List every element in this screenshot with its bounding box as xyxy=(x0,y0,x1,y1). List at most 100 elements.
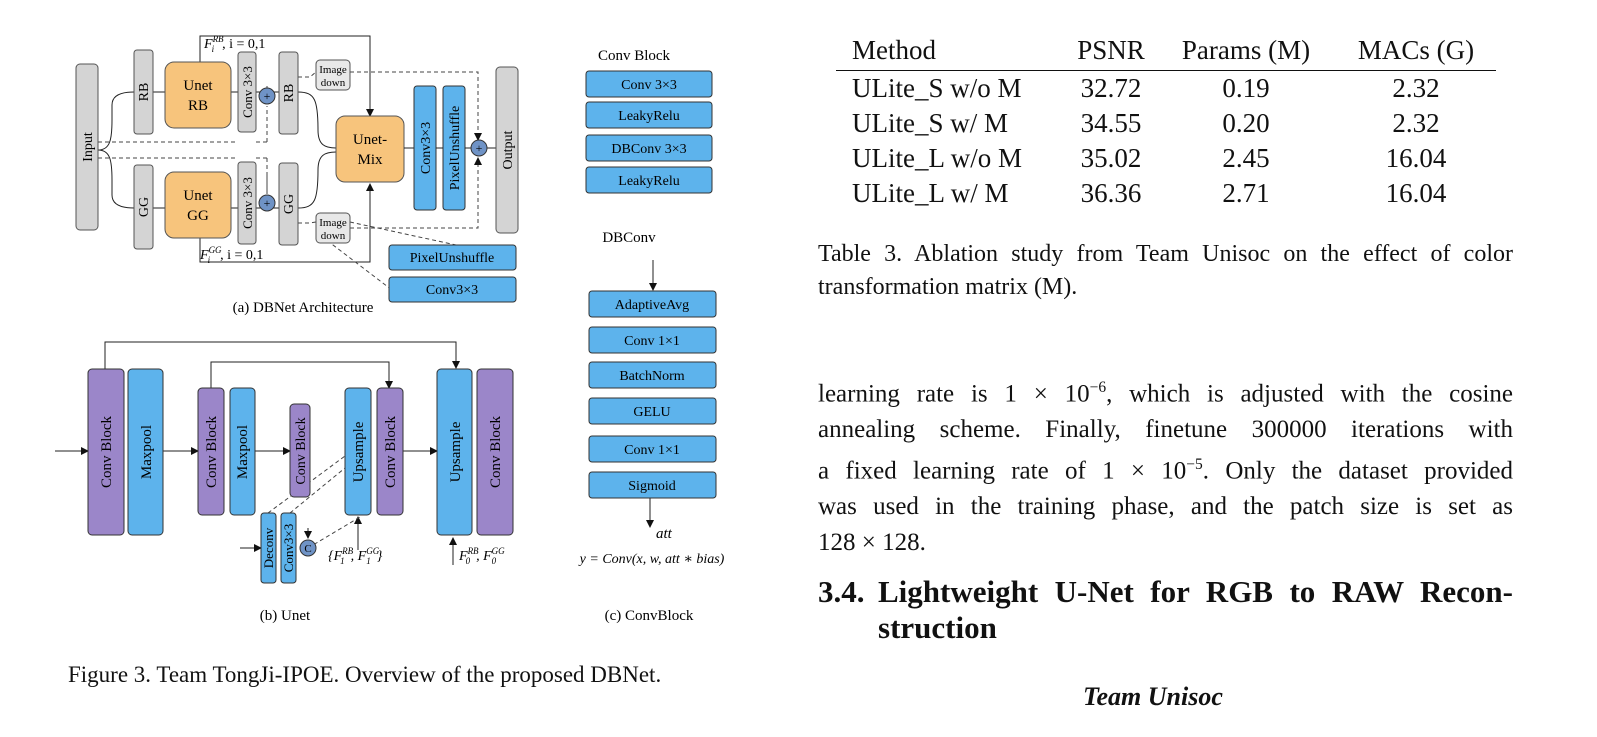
db-item-4-label: Conv 1×1 xyxy=(624,443,680,458)
image-down-top xyxy=(315,59,351,91)
table-cell: 36.36 xyxy=(1080,178,1142,208)
unet-rb-line2: RB xyxy=(188,98,208,114)
conv3x3-small-label: Conv3×3 xyxy=(281,524,296,573)
table-cell: 0.20 xyxy=(1222,108,1270,138)
output-label: Output xyxy=(501,130,516,169)
db-item-5-label: Sigmoid xyxy=(628,479,675,494)
conv-block-3-label: Conv Block xyxy=(294,417,309,484)
table-cell: 32.72 xyxy=(1080,73,1142,103)
table-header-psnr: PSNR xyxy=(1066,30,1156,71)
unet-gg-block xyxy=(164,171,232,239)
upsample-1-label: Upsample xyxy=(351,421,367,482)
panel-b-unet: Conv Block Maxpool Conv Block Maxpool Co… xyxy=(55,341,514,624)
team-name: Team Unisoc xyxy=(1083,682,1223,711)
conv-block-2-label: Conv Block xyxy=(204,415,220,488)
conv-block-1 xyxy=(87,368,125,536)
conv3x3-small-block xyxy=(280,512,297,584)
cb-item-2 xyxy=(585,134,713,162)
table-row: ULite_S w/o M 32.72 0.19 2.32 xyxy=(836,71,1496,107)
rb-block-right xyxy=(278,51,299,135)
figure-caption: Figure 3. Team TongJi-IPOE. Overview of … xyxy=(68,662,662,687)
image-down-bottom-line2: down xyxy=(321,230,346,242)
upsample-1 xyxy=(344,387,372,516)
conv-block-5 xyxy=(476,368,514,536)
conv3x3-horizontal-block xyxy=(388,276,517,303)
plus-circle-output xyxy=(470,139,488,157)
output-block xyxy=(495,66,519,234)
input-label: Input xyxy=(81,132,96,162)
table-cell: 2.32 xyxy=(1392,73,1440,103)
panel-c-caption: (c) ConvBlock xyxy=(605,608,694,624)
conv33-rb-label: Conv 3×3 xyxy=(240,66,255,118)
db-item-2 xyxy=(588,361,717,389)
table-cell: ULite_S w/o M xyxy=(852,73,1022,103)
maxpool-2 xyxy=(229,387,256,516)
att-label: att xyxy=(656,526,673,542)
concat-circle xyxy=(299,539,317,557)
table-row: ULite_L w/o M 35.02 2.45 16.04 xyxy=(836,141,1496,176)
conv-block-4 xyxy=(376,387,404,516)
plus-circle-gg xyxy=(258,194,276,212)
conv-block-1-label: Conv Block xyxy=(99,415,115,488)
unet-rb-block xyxy=(164,61,232,129)
image-down-bottom-line1: Image xyxy=(319,217,347,229)
unet-gg-line1: Unet xyxy=(183,188,213,204)
deconv-label: Deconv xyxy=(261,527,276,568)
conv-block-3 xyxy=(289,403,311,498)
panel-a-caption: (a) DBNet Architecture xyxy=(233,300,374,316)
table-cell: 2.71 xyxy=(1222,178,1270,208)
body-line-5: 128 × 128. xyxy=(818,528,926,556)
panel-b-caption: (b) Unet xyxy=(260,608,311,624)
plus-rb-label: + xyxy=(264,89,271,103)
dbconv-title: DBConv xyxy=(602,230,656,246)
conv-block-2 xyxy=(197,387,225,516)
table-header-row: Method PSNR Params (M) MACs (G) xyxy=(836,30,1496,71)
table-cell: 0.19 xyxy=(1222,73,1270,103)
table-caption: Table 3. Ablation study from Team Unisoc… xyxy=(818,238,1513,304)
cb-item-0 xyxy=(585,70,713,98)
image-down-bottom xyxy=(315,212,351,244)
conv3x3-vertical-label: Conv3×3 xyxy=(419,122,434,174)
pixelunshuffle-vertical-label: PixelUnshuffle xyxy=(448,106,463,191)
cb-item-0-label: Conv 3×3 xyxy=(621,78,677,93)
table-cell: 2.32 xyxy=(1392,108,1440,138)
conv-block-4-label: Conv Block xyxy=(383,415,399,488)
db-item-3-label: GELU xyxy=(633,405,670,420)
rb-block-left xyxy=(133,49,154,135)
table-cell: ULite_L w/ M xyxy=(852,178,1009,208)
plus-gg-label: + xyxy=(264,196,271,210)
table-cell: 16.04 xyxy=(1385,178,1447,208)
image-down-top-line1: Image xyxy=(319,64,347,76)
conv33-gg-label: Conv 3×3 xyxy=(240,177,255,229)
body-paragraph: learning rate is 1 × 10−6, which is adju… xyxy=(818,370,1513,560)
table-cell: ULite_L w/o M xyxy=(852,143,1022,173)
section-title-line-1: Lightweight U-Net for RGB to RAW Recon- xyxy=(878,574,1513,609)
conv33-rb-block xyxy=(237,51,257,133)
conv-block-5-label: Conv Block xyxy=(488,415,504,488)
conv-block-title: Conv Block xyxy=(598,48,671,64)
db-item-1-label: Conv 1×1 xyxy=(624,334,680,349)
body-line-4: was used in the training phase, and the … xyxy=(818,493,1513,521)
body-line-3: a fixed learning rate of 1 × 10−5. Only … xyxy=(818,456,1513,485)
db-item-2-label: BatchNorm xyxy=(619,369,684,384)
body-line-2: annealing scheme. Finally, finetune 3000… xyxy=(818,415,1513,443)
conv3x3-horizontal-label: Conv3×3 xyxy=(426,283,478,298)
section-heading: 3.4.Lightweight U-Net for RGB to RAW Rec… xyxy=(818,574,1513,646)
unet-mix-line2: Mix xyxy=(357,152,383,168)
table-caption-line-1: Table 3. Ablation study from Team Unisoc… xyxy=(818,241,1513,267)
deconv-block xyxy=(260,512,277,584)
table-cell: 16.04 xyxy=(1385,143,1447,173)
conv33-gg-block xyxy=(237,161,257,245)
formula: y = Conv(x, w, att ∗ bias) xyxy=(578,552,725,567)
cb-item-3-label: LeakyRelu xyxy=(618,174,679,189)
table-cell: 34.55 xyxy=(1080,108,1142,138)
pixelunshuffle-horizontal-label: PixelUnshuffle xyxy=(410,251,495,266)
cb-item-2-label: DBConv 3×3 xyxy=(611,142,686,157)
db-item-1 xyxy=(588,326,717,354)
cb-item-1-label: LeakyRelu xyxy=(618,109,679,124)
input-block xyxy=(75,63,99,231)
rb-label-right: RB xyxy=(282,84,297,103)
